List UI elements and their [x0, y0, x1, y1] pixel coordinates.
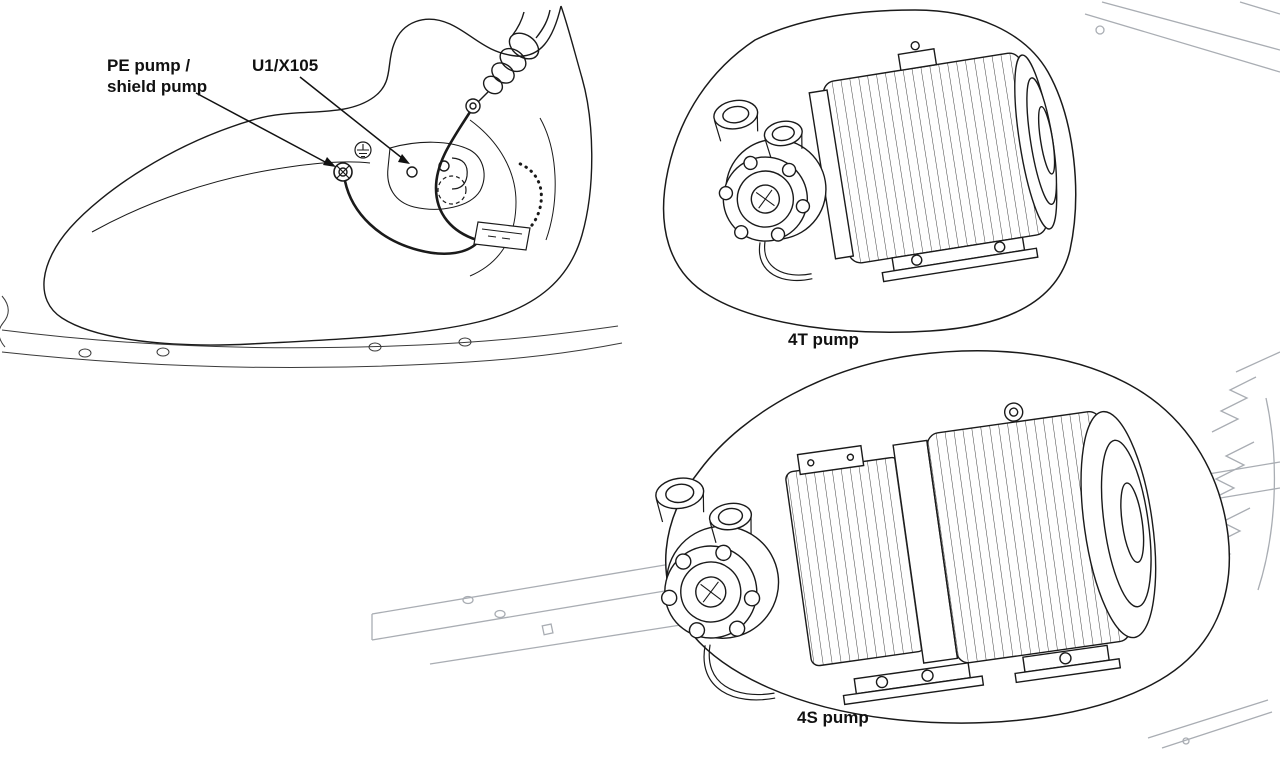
pump-4s-head — [660, 525, 780, 639]
pump-4t-region — [662, 9, 1077, 333]
panel-hole-left — [406, 166, 418, 178]
pump-4s-region — [655, 350, 1231, 724]
callout-arrows — [195, 76, 410, 167]
connector-block — [473, 221, 531, 251]
pump-4s-drawing — [655, 402, 1157, 706]
callout-u1-x105: U1/X105 — [252, 56, 319, 75]
pump-4t-head — [718, 138, 827, 242]
callout-pe-pump-shield: PE pump / shield pump — [107, 56, 208, 96]
signal-cable — [434, 111, 478, 242]
left-detail-drawing — [0, 5, 623, 369]
pe-cable — [343, 180, 478, 256]
hidden-cable-dotted — [477, 161, 543, 245]
label-4s-pump: 4S pump — [797, 708, 869, 727]
cable-gland — [465, 9, 551, 114]
ground-screw — [333, 162, 353, 182]
pump-4t-ports — [713, 99, 803, 158]
hidden-hole-dashed — [437, 175, 467, 205]
pump-4s-ports — [655, 477, 753, 543]
earth-symbol-icon — [354, 141, 372, 159]
left-chassis-rails — [0, 295, 623, 369]
label-4t-pump: 4T pump — [788, 330, 859, 349]
pump-4t-drawing — [713, 41, 1058, 283]
